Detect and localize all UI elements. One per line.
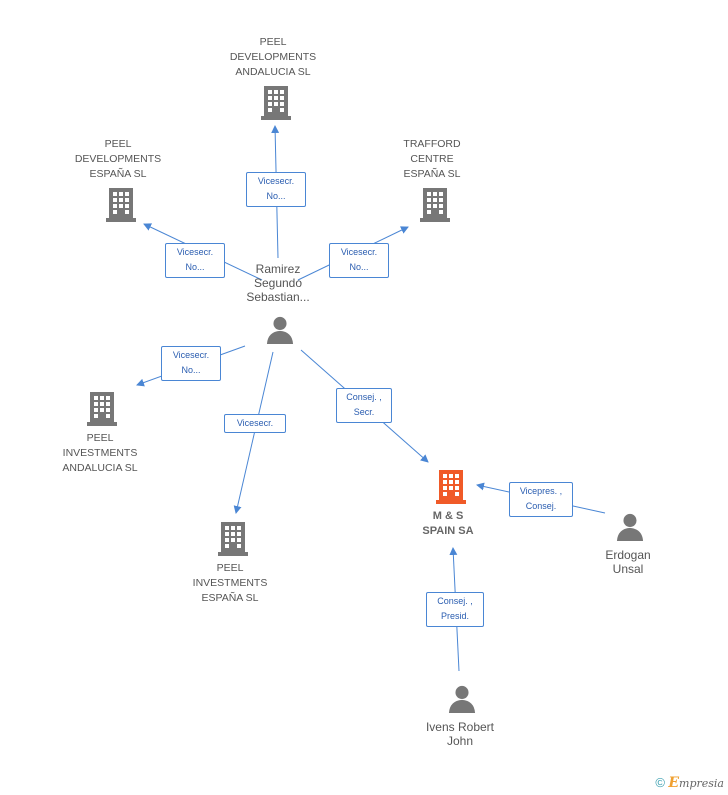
- node-peel-investments-espana[interactable]: PEEL INVESTMENTS ESPAÑA SL: [192, 562, 268, 604]
- edge-label-erdogan-ms[interactable]: Vicepres. , Consej.: [509, 482, 573, 517]
- building-icon: [218, 522, 248, 556]
- footer-brand[interactable]: © Empresia: [655, 775, 724, 791]
- edge-label-peel-dev-andalucia[interactable]: Vicesecr. No...: [246, 172, 306, 207]
- edge-label-ramirez-ms[interactable]: Consej. , Secr.: [336, 388, 392, 423]
- edge-label-peel-inv-andalucia[interactable]: Vicesecr. No...: [161, 346, 221, 381]
- person-icon: [448, 685, 476, 713]
- building-icon: [420, 188, 450, 222]
- building-icon: [261, 86, 291, 120]
- node-peel-developments-espana[interactable]: PEEL DEVELOPMENTS ESPAÑA SL: [74, 138, 162, 180]
- node-person-ramirez[interactable]: Ramirez Segundo Sebastian...: [246, 262, 310, 304]
- node-person-erdogan[interactable]: Erdogan Unsal: [605, 548, 651, 576]
- edge-label-ivens-ms[interactable]: Consej. , Presid.: [426, 592, 484, 627]
- copyright-icon: ©: [655, 775, 666, 790]
- person-icon: [616, 513, 644, 541]
- person-icon: [266, 316, 294, 344]
- brand-logo: Empresia: [668, 775, 724, 791]
- building-icon: [87, 392, 117, 426]
- node-trafford-centre-espana[interactable]: TRAFFORD CENTRE ESPAÑA SL: [403, 138, 461, 180]
- node-main-company-ms-spain[interactable]: M & S SPAIN SA: [422, 510, 474, 537]
- building-icon: [106, 188, 136, 222]
- main-company-building-icon: [436, 470, 466, 504]
- edge-label-peel-dev-espana[interactable]: Vicesecr. No...: [165, 243, 225, 278]
- node-peel-developments-andalucia[interactable]: PEEL DEVELOPMENTS ANDALUCIA SL: [229, 36, 317, 78]
- edge-label-peel-inv-espana[interactable]: Vicesecr.: [224, 414, 286, 433]
- edge-label-trafford[interactable]: Vicesecr. No...: [329, 243, 389, 278]
- node-person-ivens[interactable]: Ivens Robert John: [425, 720, 495, 748]
- node-peel-investments-andalucia[interactable]: PEEL INVESTMENTS ANDALUCIA SL: [62, 432, 138, 474]
